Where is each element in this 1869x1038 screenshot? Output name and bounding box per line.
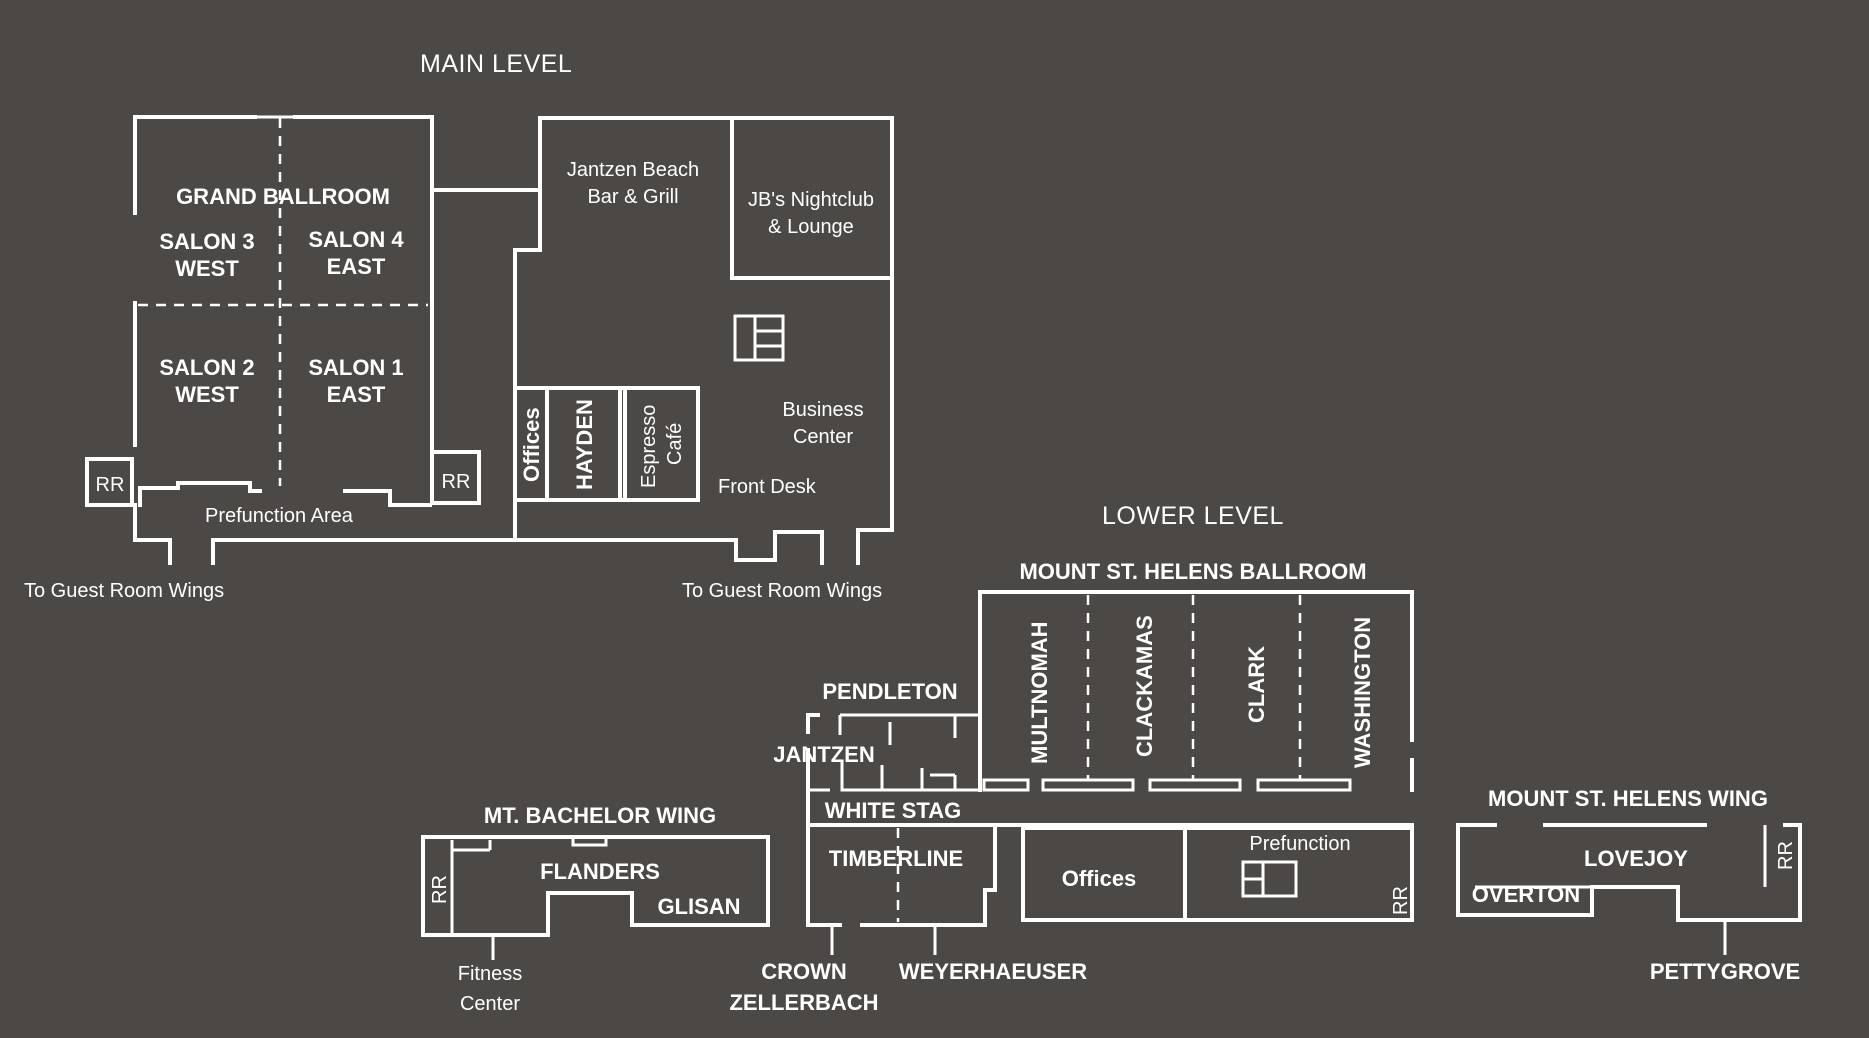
salon-4-label: SALON 4 xyxy=(308,227,404,252)
mount-st-helens-ballroom-label: MOUNT ST. HELENS BALLROOM xyxy=(1019,559,1366,584)
crown-label: CROWN xyxy=(761,959,847,984)
restroom-bachelor-label: RR xyxy=(429,875,451,904)
restroom-lower-label: RR xyxy=(1390,886,1412,915)
lower-level-walls xyxy=(421,590,1802,960)
pettygrove-label: PETTYGROVE xyxy=(1650,959,1800,984)
clark-label: CLARK xyxy=(1244,646,1269,723)
lovejoy-label: LOVEJOY xyxy=(1584,846,1688,871)
pendleton-label: PENDLETON xyxy=(822,679,957,704)
salon-1-label: SALON 1 xyxy=(308,355,403,380)
offices-lower-label: Offices xyxy=(1062,866,1137,891)
hayden-label: HAYDEN xyxy=(572,399,597,490)
prefunction-label: Prefunction xyxy=(1249,833,1350,855)
salon-4-sub: EAST xyxy=(327,254,386,279)
jantzen-label: JANTZEN xyxy=(773,742,874,767)
salon-2-label: SALON 2 xyxy=(159,355,254,380)
bar-grill-label: Jantzen Beach xyxy=(567,159,699,181)
weyerhaeuser-label: WEYERHAEUSER xyxy=(899,959,1087,984)
overton-label: OVERTON xyxy=(1472,882,1580,907)
fitness-label: Fitness xyxy=(458,963,522,985)
clackamas-label: CLACKAMAS xyxy=(1132,615,1157,757)
fitness-center-sub: Center xyxy=(460,993,520,1015)
nightclub-label: JB's Nightclub xyxy=(748,189,874,211)
zellerbach-label: ZELLERBACH xyxy=(729,990,878,1015)
business-center-sub: Center xyxy=(793,426,853,448)
prefunction-area-label: Prefunction Area xyxy=(205,505,354,527)
timberline-label: TIMBERLINE xyxy=(829,846,963,871)
multnomah-label: MULTNOMAH xyxy=(1027,621,1052,764)
offices-main-label: Offices xyxy=(519,407,544,482)
cafe-label: Café xyxy=(664,423,686,465)
glisan-label: GLISAN xyxy=(657,894,740,919)
grand-ballroom-label: GRAND BALLROOM xyxy=(176,184,390,209)
to-guest-room-wings-left: To Guest Room Wings xyxy=(24,580,224,602)
salon-1-sub: EAST xyxy=(327,382,386,407)
restroom-left-label: RR xyxy=(96,474,125,496)
to-guest-room-wings-right: To Guest Room Wings xyxy=(682,580,882,602)
washington-label: WASHINGTON xyxy=(1350,617,1375,768)
espresso-label: Espresso xyxy=(638,405,660,488)
mount-st-helens-wing-label: MOUNT ST. HELENS WING xyxy=(1488,786,1768,811)
nightclub-sub: & Lounge xyxy=(768,216,854,238)
restroom-wing-label: RR xyxy=(1775,841,1797,870)
business-center-label: Business xyxy=(782,399,863,421)
front-desk-label: Front Desk xyxy=(718,476,817,498)
main-level-walls xyxy=(85,115,894,565)
main-level-title: MAIN LEVEL xyxy=(420,50,572,78)
white-stag-label: WHITE STAG xyxy=(825,798,961,823)
lower-level-title: LOWER LEVEL xyxy=(1102,502,1284,530)
flanders-label: FLANDERS xyxy=(540,859,660,884)
salon-3-sub: WEST xyxy=(175,256,239,281)
restroom-right-label: RR xyxy=(442,471,471,493)
salon-2-sub: WEST xyxy=(175,382,239,407)
bar-grill-sub: Bar & Grill xyxy=(587,186,678,208)
salon-3-label: SALON 3 xyxy=(159,229,254,254)
mt-bachelor-wing-label: MT. BACHELOR WING xyxy=(484,803,716,828)
